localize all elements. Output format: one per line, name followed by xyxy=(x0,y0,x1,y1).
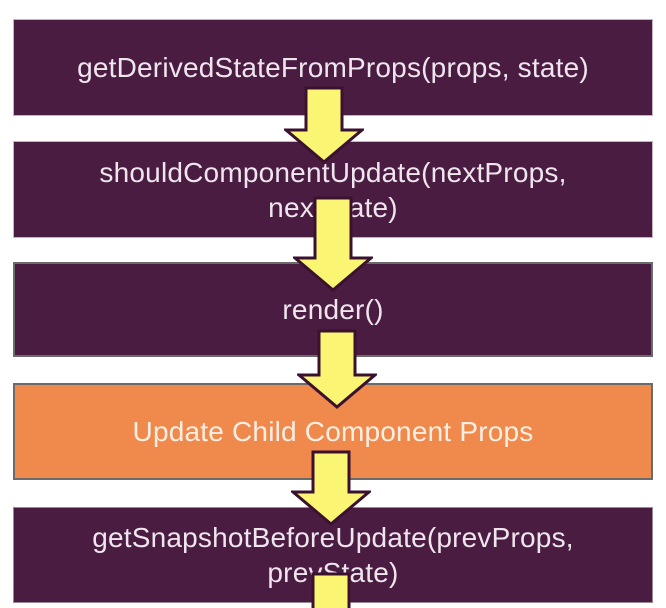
box-label-line: getDerivedStateFromProps(props, state) xyxy=(77,52,589,83)
down-arrow-icon xyxy=(291,450,371,526)
down-arrow-icon xyxy=(284,86,364,164)
clipped-down-arrow xyxy=(291,572,371,608)
box-label-line: shouldComponentUpdate(nextProps, xyxy=(99,156,567,188)
down-arrow-icon xyxy=(311,572,351,608)
box-label-line: Update Child Component Props xyxy=(132,416,534,447)
box-label-line: getSnapshotBeforeUpdate(prevProps, xyxy=(92,522,574,553)
down-arrow-icon xyxy=(293,196,373,292)
box-label-line: render() xyxy=(282,294,384,325)
down-arrow-icon xyxy=(297,329,377,409)
